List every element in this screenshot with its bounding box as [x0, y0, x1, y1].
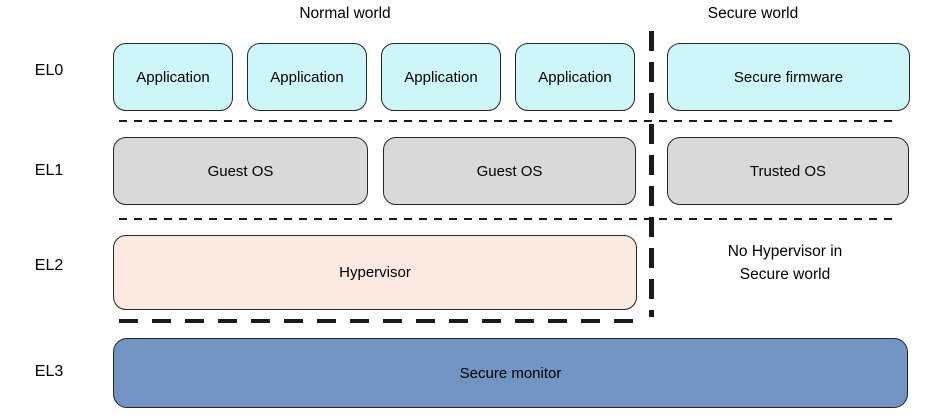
- level-label-el0: EL0: [34, 62, 64, 79]
- secure-monitor-box: Secure monitor: [113, 338, 908, 408]
- application-box: Application: [515, 43, 635, 111]
- hypervisor-box: Hypervisor: [113, 235, 637, 310]
- application-box: Application: [381, 43, 501, 111]
- no-hypervisor-note-line2: Secure world: [739, 266, 831, 283]
- el1-el2-dashed-divider: [119, 218, 899, 220]
- application-box: Application: [247, 43, 367, 111]
- level-label-el1: EL1: [34, 162, 64, 179]
- secure-firmware-box: Secure firmware: [667, 43, 910, 111]
- trusted-os-box: Trusted OS: [667, 137, 909, 205]
- el0-el1-dashed-divider: [119, 120, 899, 122]
- secure-world-header: Secure world: [707, 5, 799, 22]
- normal-world-header: Normal world: [299, 5, 391, 22]
- no-hypervisor-note-line1: No Hypervisor in: [727, 243, 843, 260]
- normal-secure-world-divider: [649, 31, 654, 317]
- level-label-el2: EL2: [34, 257, 64, 274]
- no-hypervisor-note: No Hypervisor in Secure world: [665, 240, 905, 286]
- guest-os-box: Guest OS: [113, 137, 368, 205]
- level-label-el3: EL3: [34, 363, 64, 380]
- el2-el3-thick-dashed-divider: [119, 319, 645, 323]
- application-box: Application: [113, 43, 233, 111]
- guest-os-box: Guest OS: [383, 137, 636, 205]
